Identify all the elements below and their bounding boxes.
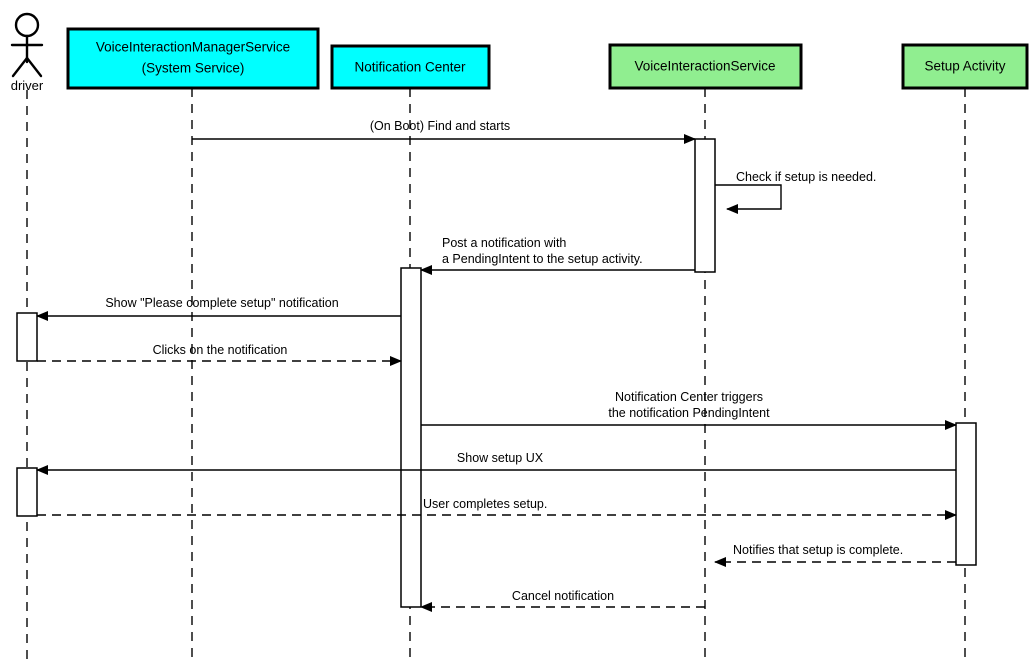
participant-voice-interaction-service[interactable]: VoiceInteractionService [608, 43, 803, 90]
participant-setup-activity-box[interactable] [901, 43, 1029, 90]
activation-setup-activity [955, 422, 977, 566]
message-label-on-boot: (On Boot) Find and starts [370, 119, 510, 133]
message-label-post-notification-line2: a PendingIntent to the setup activity. [442, 252, 643, 266]
message-label-post-notification-line1: Post a notification with [442, 236, 566, 250]
participant-notification-center[interactable]: Notification Center [330, 44, 491, 90]
message-label-triggers-line2: the notification PendingIntent [608, 406, 770, 420]
message-label-cancel-notification: Cancel notification [512, 589, 614, 603]
activation-driver-first [16, 312, 38, 362]
participant-notification-center-label: Notification Center [354, 60, 466, 75]
activations-group [16, 138, 977, 608]
actor-leg-left-icon [11, 56, 29, 78]
message-cancel-notification[interactable]: Cancel notification [420, 589, 705, 612]
actor-driver-label: driver [11, 78, 44, 93]
activation-notification-center [400, 267, 422, 608]
message-show-complete-setup-notification[interactable]: Show "Please complete setup" notificatio… [36, 296, 401, 321]
participant-vims-label-line2: (System Service) [142, 61, 245, 76]
message-user-completes-setup[interactable]: User completes setup. [37, 497, 957, 520]
message-on-boot-find-and-starts[interactable]: (On Boot) Find and starts [192, 119, 696, 144]
message-label-check-setup: Check if setup is needed. [736, 170, 876, 184]
participant-voice-interaction-service-label: VoiceInteractionService [634, 59, 775, 74]
message-label-user-completes-setup: User completes setup. [423, 497, 547, 511]
activation-driver-second [16, 467, 38, 517]
participant-vims-box[interactable] [66, 27, 320, 90]
message-label-notifies-setup-complete: Notifies that setup is complete. [733, 543, 903, 557]
actor-driver[interactable]: driver [11, 12, 44, 93]
participant-voice-interaction-service-box[interactable] [608, 43, 803, 90]
message-check-if-setup-is-needed[interactable]: Check if setup is needed. [715, 170, 876, 214]
actor-leg-right-icon [25, 56, 43, 78]
message-notifies-setup-complete[interactable]: Notifies that setup is complete. [714, 543, 956, 567]
message-self-loop-arrow [715, 184, 782, 214]
participant-vims-label-line1: VoiceInteractionManagerService [96, 40, 290, 55]
participant-vims[interactable]: VoiceInteractionManagerService (System S… [66, 27, 320, 90]
participant-setup-activity-label: Setup Activity [924, 59, 1005, 74]
message-clicks-on-the-notification[interactable]: Clicks on the notification [37, 343, 402, 366]
message-label-show-setup-ux: Show setup UX [457, 451, 544, 465]
message-label-triggers-line1: Notification Center triggers [615, 390, 763, 404]
participant-setup-activity[interactable]: Setup Activity [901, 43, 1029, 90]
participant-notification-center-box[interactable] [330, 44, 491, 90]
message-notification-center-triggers-pendingintent[interactable]: Notification Center triggers the notific… [421, 390, 957, 430]
message-post-a-notification[interactable]: Post a notification with a PendingIntent… [420, 236, 695, 275]
actor-head-icon [14, 12, 40, 38]
message-show-setup-ux[interactable]: Show setup UX [36, 451, 956, 475]
message-label-show-notification: Show "Please complete setup" notificatio… [105, 296, 338, 310]
activation-voice-interaction-service [694, 138, 716, 273]
message-label-clicks-notification: Clicks on the notification [153, 343, 288, 357]
